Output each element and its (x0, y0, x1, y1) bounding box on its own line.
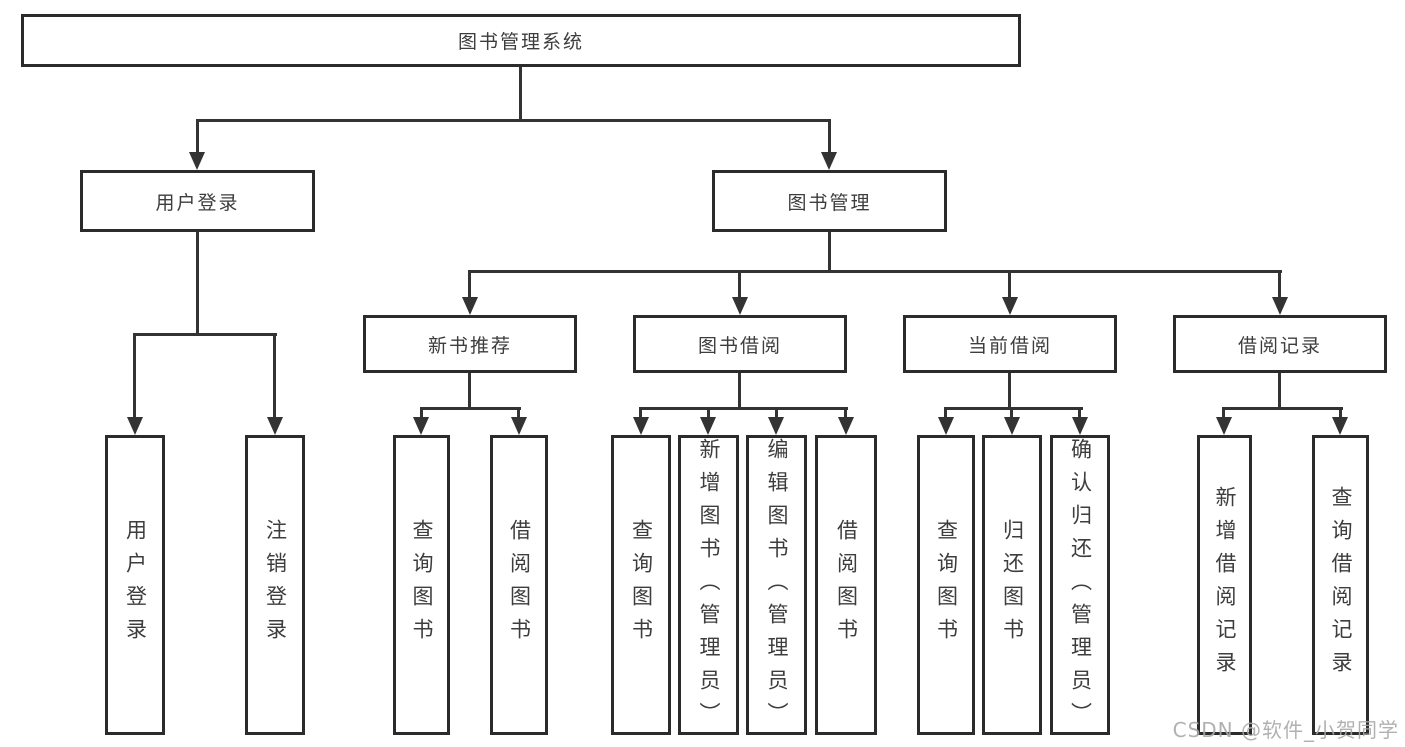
connector-line (828, 119, 831, 154)
node-leaf-borrow-books: 借阅图书 (815, 435, 877, 735)
node-library-management-system: 图书管理系统 (21, 14, 1021, 67)
connector-line (738, 373, 741, 409)
connector-line (738, 270, 741, 299)
connector-line (519, 67, 522, 121)
connector-line (639, 407, 642, 418)
connector-line (1078, 407, 1081, 418)
arrow-down-icon (413, 417, 429, 435)
arrow-down-icon (267, 417, 283, 435)
connector-line (944, 407, 947, 418)
node-leaf-return-books: 归还图书 (982, 435, 1042, 735)
arrow-down-icon (838, 417, 854, 435)
arrow-down-icon (768, 417, 784, 435)
arrow-down-icon (1332, 417, 1348, 435)
node-leaf-confirm-return-admin: 确认归还（管理员） (1050, 435, 1110, 735)
connector-line (1010, 407, 1013, 418)
arrow-down-icon (1004, 417, 1020, 435)
node-leaf-user-login: 用户登录 (105, 435, 165, 735)
connector-line (1278, 270, 1281, 299)
arrow-down-icon (938, 417, 954, 435)
arrow-down-icon (189, 152, 205, 170)
arrow-down-icon (462, 297, 478, 315)
node-leaf-add-borrow-record: 新增借阅记录 (1197, 435, 1252, 735)
connector-line (196, 119, 199, 154)
node-book-borrowing: 图书借阅 (633, 315, 847, 373)
arrow-down-icon (1216, 417, 1232, 435)
connector-line (828, 232, 831, 273)
arrow-down-icon (1002, 297, 1018, 315)
connector-line (1222, 407, 1225, 418)
node-leaf-edit-books-admin: 编辑图书（管理员） (746, 435, 807, 735)
connector-line (844, 407, 847, 418)
arrow-down-icon (700, 417, 716, 435)
node-borrowing-records: 借阅记录 (1173, 315, 1387, 373)
node-leaf-query-books-recommend: 查询图书 (393, 435, 450, 735)
node-leaf-query-books-borrowing: 查询图书 (611, 435, 671, 735)
connector-line (1008, 373, 1011, 409)
node-leaf-logout: 注销登录 (245, 435, 305, 735)
arrow-down-icon (732, 297, 748, 315)
connector-line (944, 407, 1083, 410)
connector-line (420, 407, 521, 410)
connector-line (133, 333, 136, 418)
node-user-login: 用户登录 (80, 170, 315, 232)
connector-line (1008, 270, 1011, 299)
arrow-down-icon (1072, 417, 1088, 435)
connector-line (468, 270, 1282, 273)
connector-line (133, 333, 277, 336)
connector-line (468, 270, 471, 299)
node-leaf-add-books-admin: 新增图书（管理员） (678, 435, 739, 735)
arrow-down-icon (1272, 297, 1288, 315)
connector-line (273, 333, 276, 418)
connector-line (1339, 407, 1342, 418)
connector-line (196, 119, 831, 122)
connector-line (196, 232, 199, 335)
node-leaf-query-borrow-record: 查询借阅记录 (1312, 435, 1369, 735)
node-book-management: 图书管理 (712, 170, 947, 232)
connector-line (707, 407, 710, 418)
arrow-down-icon (127, 417, 143, 435)
connector-line (468, 373, 471, 409)
node-leaf-borrow-books-recommend: 借阅图书 (490, 435, 548, 735)
connector-line (1222, 407, 1343, 410)
connector-line (1278, 373, 1281, 409)
arrow-down-icon (511, 417, 527, 435)
connector-line (517, 407, 520, 418)
connector-line (775, 407, 778, 418)
watermark: CSDN @软件_小贺同学 (1172, 718, 1399, 742)
arrow-down-icon (821, 152, 837, 170)
connector-line (639, 407, 848, 410)
connector-line (420, 407, 423, 418)
arrow-down-icon (633, 417, 649, 435)
node-leaf-query-books-current: 查询图书 (917, 435, 975, 735)
node-new-book-recommend: 新书推荐 (363, 315, 577, 373)
node-current-borrowing: 当前借阅 (903, 315, 1117, 373)
